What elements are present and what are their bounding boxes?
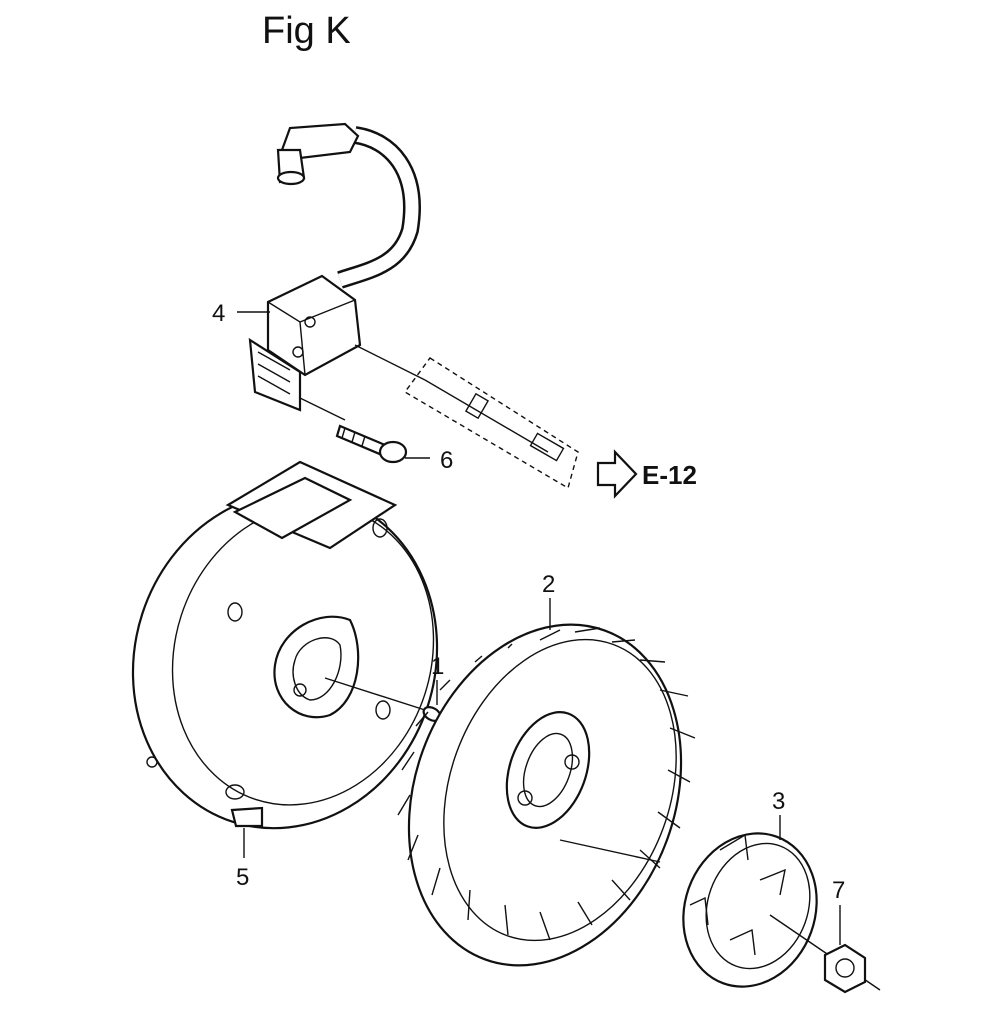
callout-2: 2 [542, 571, 555, 598]
mounting-bolts-group [403, 357, 579, 490]
callout-4: 4 [212, 300, 225, 327]
coil-bolt [335, 424, 408, 464]
fan-housing [131, 460, 439, 830]
callout-3: 3 [772, 788, 785, 815]
ignition-coil [248, 122, 426, 421]
flywheel-nut [823, 943, 867, 994]
flywheel [397, 623, 696, 967]
reference-arrow: E-12 [596, 449, 697, 499]
reference-label: E-12 [642, 460, 697, 490]
figure-title: Fig K [262, 10, 351, 52]
callout-7: 7 [832, 877, 845, 904]
callout-1: 1 [431, 653, 444, 680]
callout-5: 5 [236, 864, 249, 891]
starter-pulley [682, 832, 881, 991]
callout-6: 6 [440, 447, 453, 474]
leader-lines [237, 311, 841, 945]
